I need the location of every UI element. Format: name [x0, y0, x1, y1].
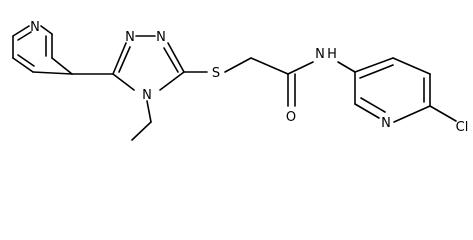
atom-ring-n: N: [30, 20, 40, 35]
triazole-ring: [112, 35, 185, 91]
ethyl-group: [131, 100, 152, 141]
chemical-structure-diagram: N N N N S O N H N Cl: [12, 20, 469, 141]
atom-chlorine: Cl: [456, 120, 469, 135]
atom-triazole-n4: N: [142, 88, 152, 103]
atom-pyridine-nitrogen: N: [381, 116, 391, 131]
atom-triazole-n1: N: [125, 30, 135, 45]
pyridine-ring-left: [12, 25, 73, 75]
atom-triazole-n2: N: [156, 30, 166, 45]
atom-carbonyl-oxygen: O: [286, 110, 296, 125]
atom-sulfur: S: [212, 66, 220, 81]
thioacetamide-chain: [183, 57, 356, 107]
atom-amide-nitrogen: N: [315, 47, 325, 62]
atom-amide-hydrogen: H: [327, 47, 337, 62]
pyridine-ring-right: [354, 57, 457, 123]
